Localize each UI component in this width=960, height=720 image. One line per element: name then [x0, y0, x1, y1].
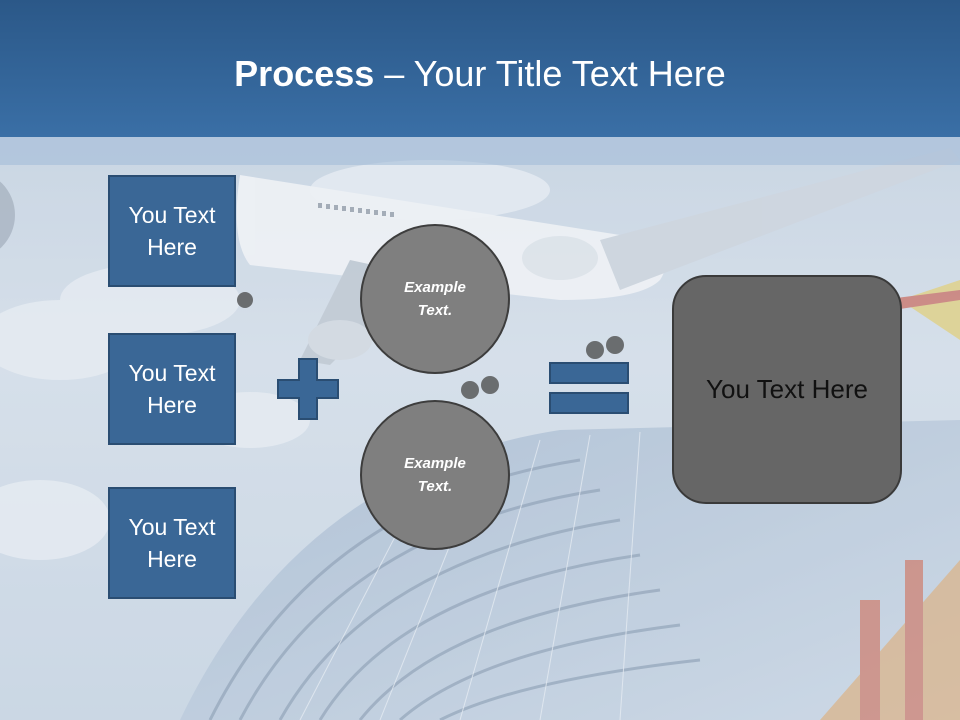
- result-box[interactable]: You Text Here: [672, 275, 902, 504]
- text-box-1-line1: You Text: [128, 202, 216, 228]
- result-label: You Text Here: [706, 374, 868, 404]
- text-box-3-line1: You Text: [128, 514, 216, 540]
- example-circle-1-line2: Text.: [417, 302, 453, 319]
- text-box-1-line2: Here: [147, 234, 197, 260]
- planet-graphic: [0, 181, 15, 249]
- airplane: [236, 148, 960, 399]
- plus-icon: [277, 358, 339, 420]
- example-circle-1-line1: Example: [404, 279, 466, 296]
- slide-title: Process – Your Title Text Here: [0, 52, 960, 96]
- title-bar: [0, 0, 960, 137]
- title-rest: – Your Title Text Here: [374, 53, 726, 94]
- text-box-2-line2: Here: [147, 392, 197, 418]
- example-circle-2-line2: Text.: [417, 478, 453, 495]
- title-bar-band: [0, 137, 960, 165]
- title-bold: Process: [234, 53, 375, 94]
- example-circle-2-line1: Example: [404, 455, 466, 472]
- text-box-3-line2: Here: [147, 546, 197, 572]
- equals-icon: [549, 362, 629, 414]
- text-box-2-line1: You Text: [128, 360, 216, 386]
